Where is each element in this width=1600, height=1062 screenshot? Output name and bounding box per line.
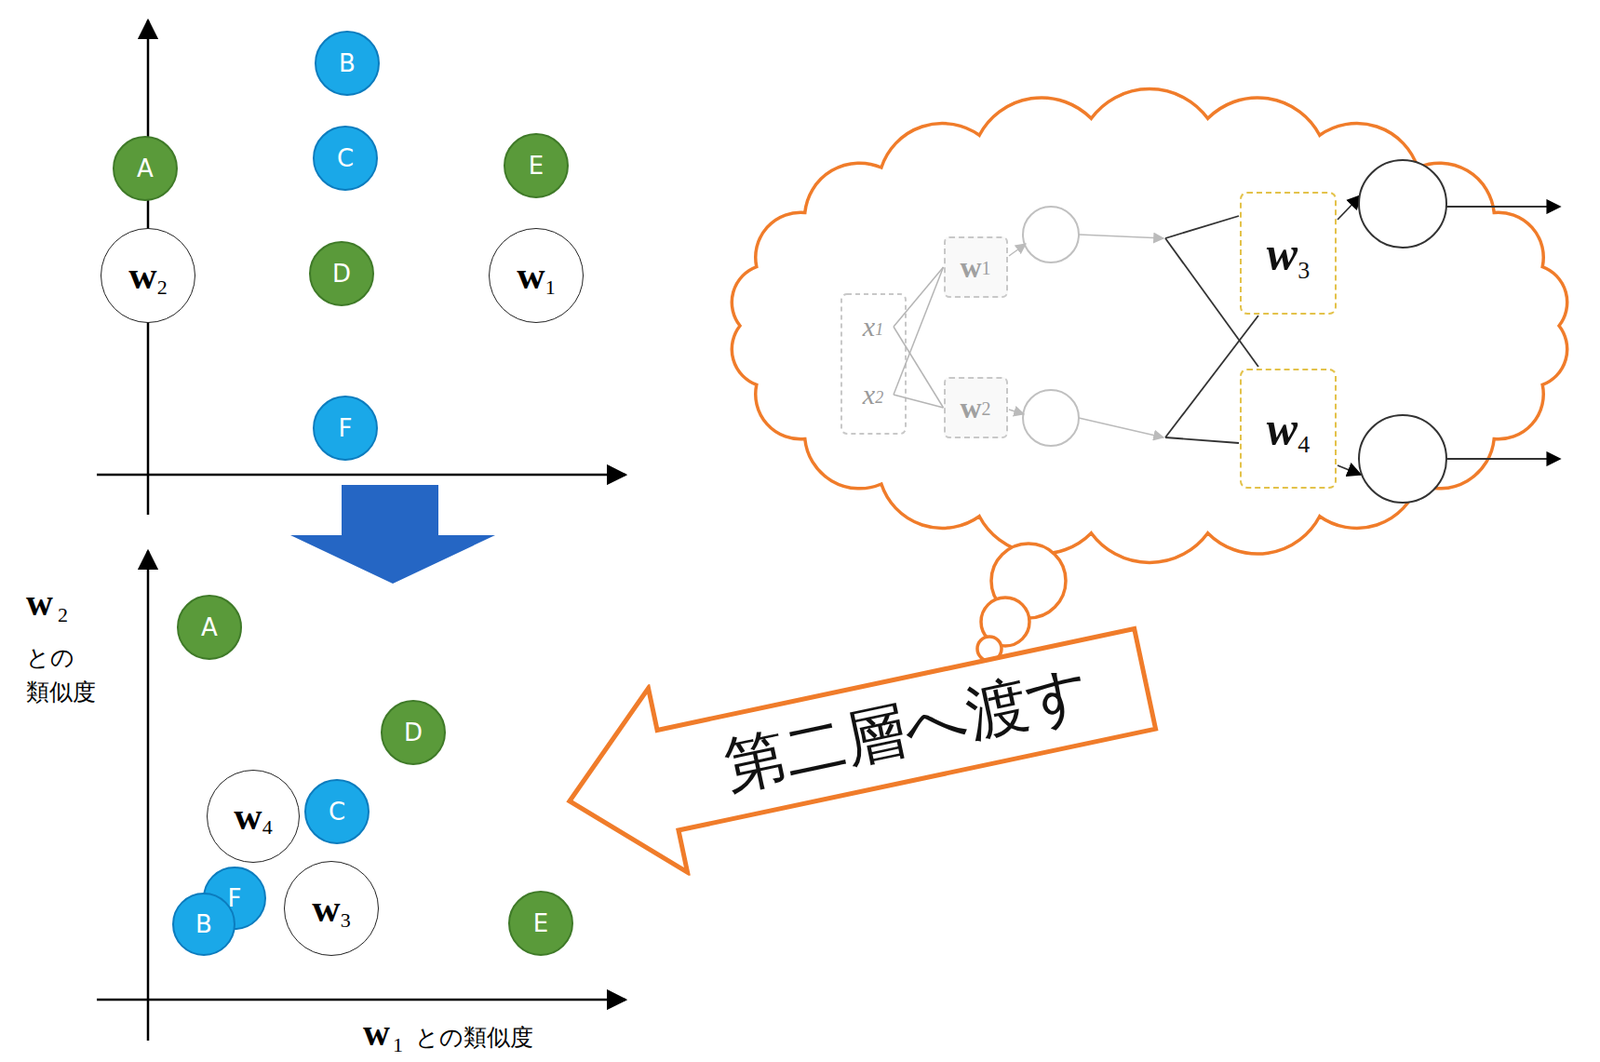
subscript: 1 bbox=[874, 320, 884, 340]
node-text: A bbox=[136, 154, 154, 183]
axis-label: との bbox=[26, 642, 75, 673]
axis-label: 1 bbox=[392, 1033, 404, 1058]
network-wires bbox=[1008, 160, 1560, 503]
weight-circle: w4 bbox=[206, 769, 300, 863]
blue-sample-circle: B bbox=[314, 30, 380, 96]
node-text: B bbox=[195, 910, 213, 939]
node-text: w bbox=[1266, 226, 1298, 281]
thought-bubbles bbox=[977, 543, 1066, 661]
subscript: 3 bbox=[1297, 256, 1310, 285]
down-arrow bbox=[290, 484, 496, 584]
connector bbox=[893, 267, 944, 327]
green-sample-circle: E bbox=[503, 133, 569, 199]
blue-sample-circle: C bbox=[304, 779, 370, 845]
subscript: 1 bbox=[981, 257, 992, 280]
arrow-outline bbox=[550, 587, 1165, 894]
node-text: w bbox=[959, 390, 982, 426]
node-text: x bbox=[862, 310, 875, 343]
subscript: 1 bbox=[545, 275, 556, 300]
weight-circle: w1 bbox=[488, 228, 584, 323]
node-text: x bbox=[862, 378, 875, 411]
axis-label: w bbox=[363, 1010, 390, 1055]
node-text: E bbox=[533, 909, 549, 938]
subscript: 2 bbox=[157, 275, 168, 300]
weight-box: w2 bbox=[943, 376, 1009, 439]
weight-box: w3 bbox=[1239, 191, 1337, 315]
node-text: E bbox=[528, 151, 544, 180]
connector bbox=[893, 267, 944, 395]
weight-box: w1 bbox=[943, 236, 1009, 298]
subscript: 2 bbox=[981, 398, 992, 420]
input-label: x1 bbox=[852, 306, 894, 348]
input-label: x2 bbox=[852, 374, 894, 416]
axes bbox=[96, 20, 626, 1041]
node-text: w bbox=[959, 250, 982, 285]
subscript: 2 bbox=[874, 388, 884, 408]
node-text: 第二層へ渡す bbox=[664, 630, 1151, 830]
subscript: 3 bbox=[340, 908, 351, 933]
node-text: D bbox=[332, 259, 351, 288]
weight-box: w4 bbox=[1239, 368, 1337, 489]
node-text: F bbox=[338, 414, 353, 443]
connector bbox=[893, 326, 944, 408]
node-text: w bbox=[233, 793, 262, 839]
green-sample-circle: A bbox=[112, 135, 178, 202]
axis-label: 2 bbox=[57, 603, 68, 628]
node-text: D bbox=[403, 718, 423, 747]
subscript: 4 bbox=[262, 815, 273, 840]
node-text: A bbox=[201, 613, 218, 642]
node-text: B bbox=[338, 49, 356, 78]
weight-circle: w2 bbox=[100, 228, 196, 323]
blue-sample-circle: C bbox=[312, 125, 378, 191]
subscript: 4 bbox=[1297, 430, 1310, 459]
green-sample-circle: D bbox=[380, 699, 446, 766]
weight-circle: w3 bbox=[283, 860, 379, 956]
node-text: w bbox=[516, 253, 545, 298]
input-group-box bbox=[841, 294, 906, 434]
blue-sample-circle: B bbox=[172, 892, 236, 956]
thought-cloud bbox=[731, 89, 1567, 564]
callout-arrow: 第二層へ渡す bbox=[545, 582, 1170, 898]
axis-label: w bbox=[26, 580, 54, 625]
connector bbox=[893, 394, 944, 408]
green-sample-circle: A bbox=[176, 594, 243, 660]
axis-label: 類似度 bbox=[26, 676, 96, 708]
node-text: C bbox=[328, 797, 346, 826]
node-text: C bbox=[336, 144, 354, 173]
axis-label: との類似度 bbox=[415, 1021, 534, 1053]
node-text: w bbox=[128, 253, 157, 298]
green-sample-circle: E bbox=[508, 890, 574, 956]
node-text: w bbox=[311, 886, 340, 931]
green-sample-circle: D bbox=[309, 241, 375, 307]
blue-sample-circle: F bbox=[312, 395, 378, 461]
node-text: w bbox=[1266, 401, 1298, 456]
